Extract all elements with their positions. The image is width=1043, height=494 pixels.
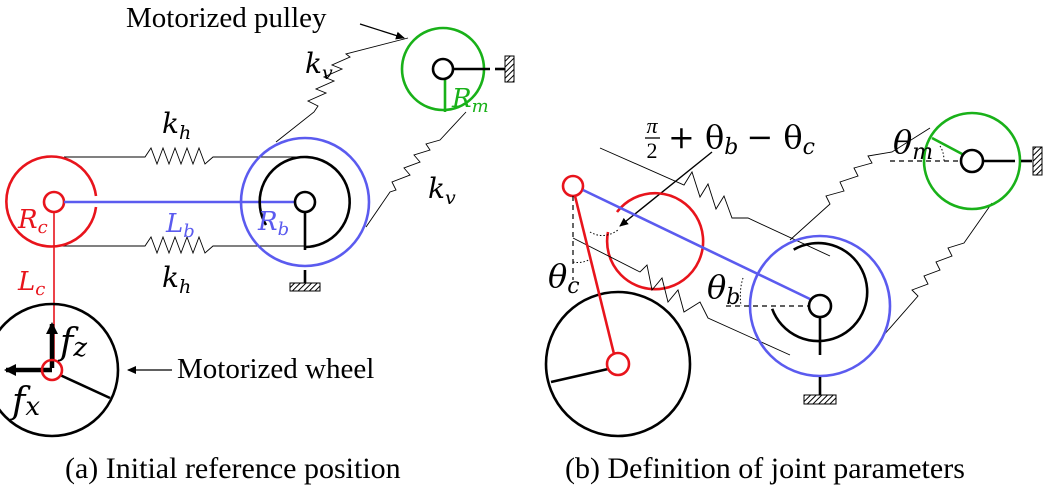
label-Rm: Rm: [451, 84, 489, 117]
spring-lower-b: [572, 237, 791, 356]
pulley-callout-arrow: [359, 23, 405, 40]
panel-a: Motorized pulley Rm kv kv kh kh Rc Lb: [0, 2, 515, 485]
beam-pulley-circle: [239, 136, 371, 268]
caption-b: (b) Definition of joint parameters: [565, 452, 965, 485]
crank-hub: [42, 190, 66, 214]
label-kh-lower: kh: [162, 261, 191, 298]
beam-hub: [293, 190, 317, 214]
beam-inner-arc: [258, 155, 351, 249]
label-fz: fz: [57, 322, 87, 363]
wheel-spoke-b: [550, 367, 609, 384]
angle-expression: π 2 + θb− θc: [645, 113, 815, 163]
spring-kh-lower: [54, 235, 305, 255]
beam-hub-b: [807, 293, 833, 319]
wheel-hub: [40, 358, 64, 382]
label-Lb: Lb: [165, 209, 195, 242]
label-theta-b: θb: [707, 268, 740, 310]
callout-motorized-pulley: Motorized pulley: [126, 2, 327, 34]
pulley-ground-icon-b: [1032, 146, 1043, 176]
svg-text:2: 2: [647, 138, 658, 163]
beam-ground-icon: [289, 282, 321, 292]
motorized-wheel-b: [544, 290, 692, 438]
label-kh-upper: kh: [162, 107, 191, 144]
motorized-wheel: [0, 302, 120, 438]
label-Rc: Rc: [17, 205, 48, 238]
svg-text:+ θb− θc: + θb− θc: [668, 118, 815, 160]
crank-hub-b: [561, 174, 585, 198]
wheel-spoke: [59, 373, 111, 400]
label-fx: fx: [9, 381, 40, 422]
beam-inner-arc-b: [770, 241, 869, 343]
panel-b: π 2 + θb− θc θc θm: [544, 111, 1043, 485]
beam-pulley-circle-b: [748, 234, 892, 378]
callout-motorized-wheel: Motorized wheel: [177, 353, 374, 385]
caption-a: (a) Initial reference position: [65, 452, 401, 485]
crank-pulley-arc: [5, 155, 98, 248]
angle-expression-arrow: [619, 151, 713, 227]
label-Rb: Rb: [257, 207, 289, 240]
spring-diag-upper-b: [789, 127, 931, 241]
pulley-ground-icon: [504, 55, 515, 83]
spring-upper-b: [599, 147, 831, 257]
spring-kh-upper: [64, 146, 305, 166]
link-Lc-b: [573, 195, 616, 355]
pulley-radius-b: [931, 136, 965, 157]
label-kv-lower: kv: [428, 172, 456, 209]
label-kv-upper: kv: [305, 47, 333, 84]
wheel-hub-b: [605, 351, 631, 377]
svg-text:π: π: [646, 113, 658, 138]
beam-Lb-b: [582, 188, 813, 302]
spring-kv-lower: [365, 111, 467, 228]
label-Lc: Lc: [17, 267, 45, 300]
pulley-hub-b: [959, 148, 985, 174]
beam-ground-icon-b: [803, 394, 837, 405]
label-theta-c: θc: [548, 257, 580, 299]
motorized-pulley-circle-b: [922, 111, 1022, 211]
crank-pulley-arc-b: [605, 191, 705, 291]
spring-kv-upper: [275, 37, 409, 143]
spring-diag-lower-b: [882, 202, 993, 337]
pulley-hub: [431, 57, 455, 81]
label-theta-m: θm: [893, 123, 933, 165]
